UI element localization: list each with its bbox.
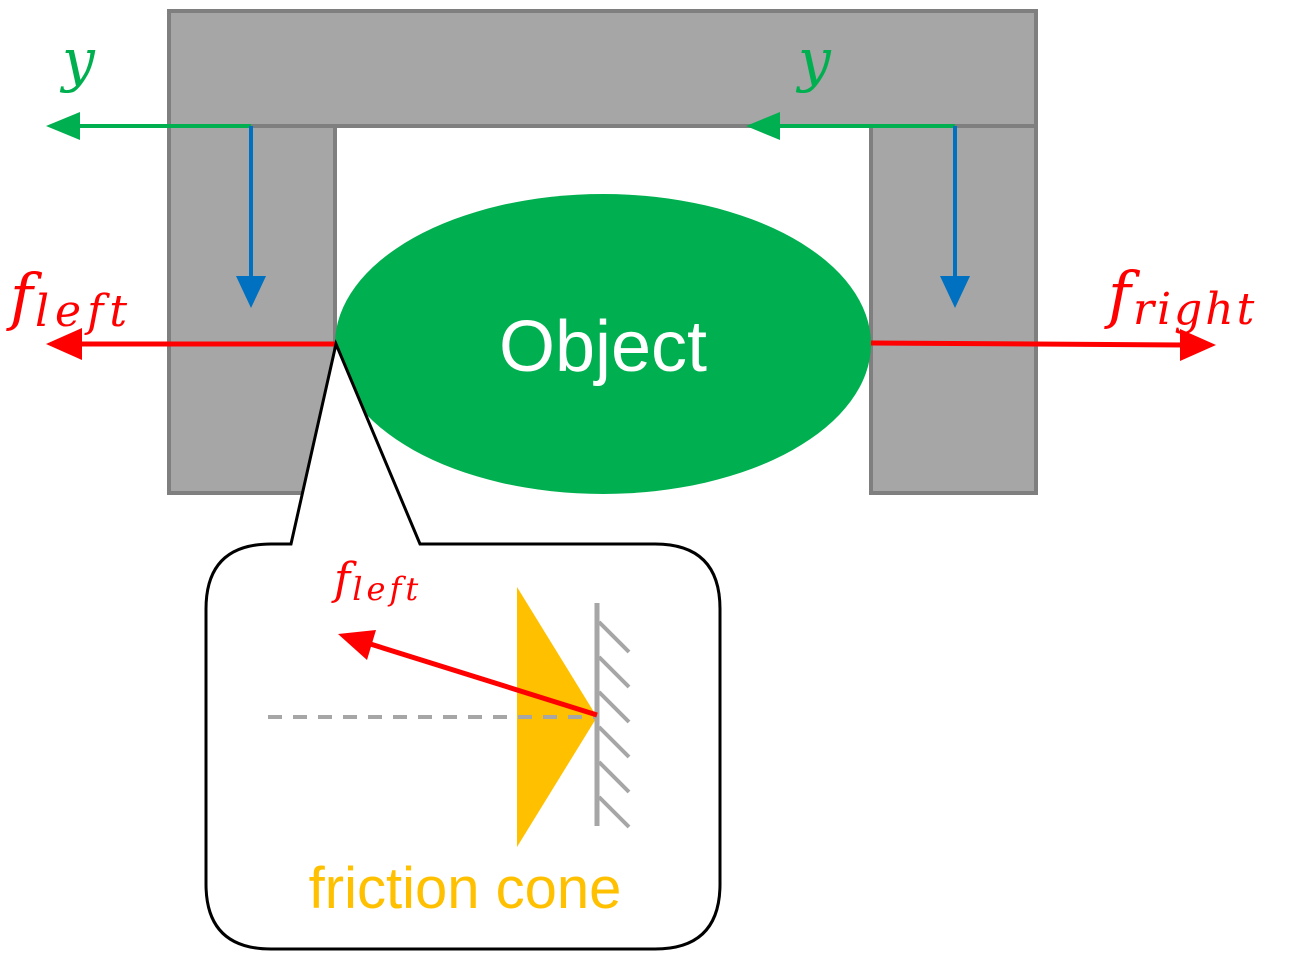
left-y-label: y <box>59 26 96 94</box>
left-force-arrowhead <box>46 328 82 360</box>
callout-bubble <box>204 339 722 951</box>
friction-cone-inset <box>268 587 631 847</box>
surface-hatch <box>597 690 631 724</box>
inset-force-line <box>363 639 598 718</box>
surface-hatch <box>597 620 631 654</box>
right-force-subscript: right <box>1133 284 1257 335</box>
friction-cone-label: friction cone <box>309 856 622 921</box>
left-y-axis-arrowhead <box>46 112 80 140</box>
right-frame-axes <box>746 112 970 308</box>
inset-force-subscript: left <box>352 570 422 608</box>
right-force-label: fright <box>1104 258 1257 335</box>
right-force-arrow <box>870 329 1216 361</box>
left-force-label: fleft <box>6 260 133 337</box>
right-y-label: y <box>795 26 832 94</box>
left-force-arrow <box>46 328 336 360</box>
surface-hatch <box>597 760 631 794</box>
right-y-axis-arrowhead <box>746 112 780 140</box>
right-force-arrowhead <box>1180 329 1216 361</box>
left-frame-axes <box>46 112 266 308</box>
surface-hatch <box>597 655 631 689</box>
object-ellipse <box>335 194 871 494</box>
right-down-axis-arrowhead <box>940 276 970 308</box>
surface-hatch <box>597 795 631 829</box>
inset-force-arrowhead <box>338 630 376 660</box>
right-force-line <box>870 340 1185 348</box>
object-label: Object <box>499 307 707 387</box>
surface-hatch <box>597 725 631 759</box>
left-down-axis-arrowhead <box>236 276 266 308</box>
left-force-subscript: left <box>35 286 133 337</box>
gripper-top-bar <box>167 9 1038 128</box>
